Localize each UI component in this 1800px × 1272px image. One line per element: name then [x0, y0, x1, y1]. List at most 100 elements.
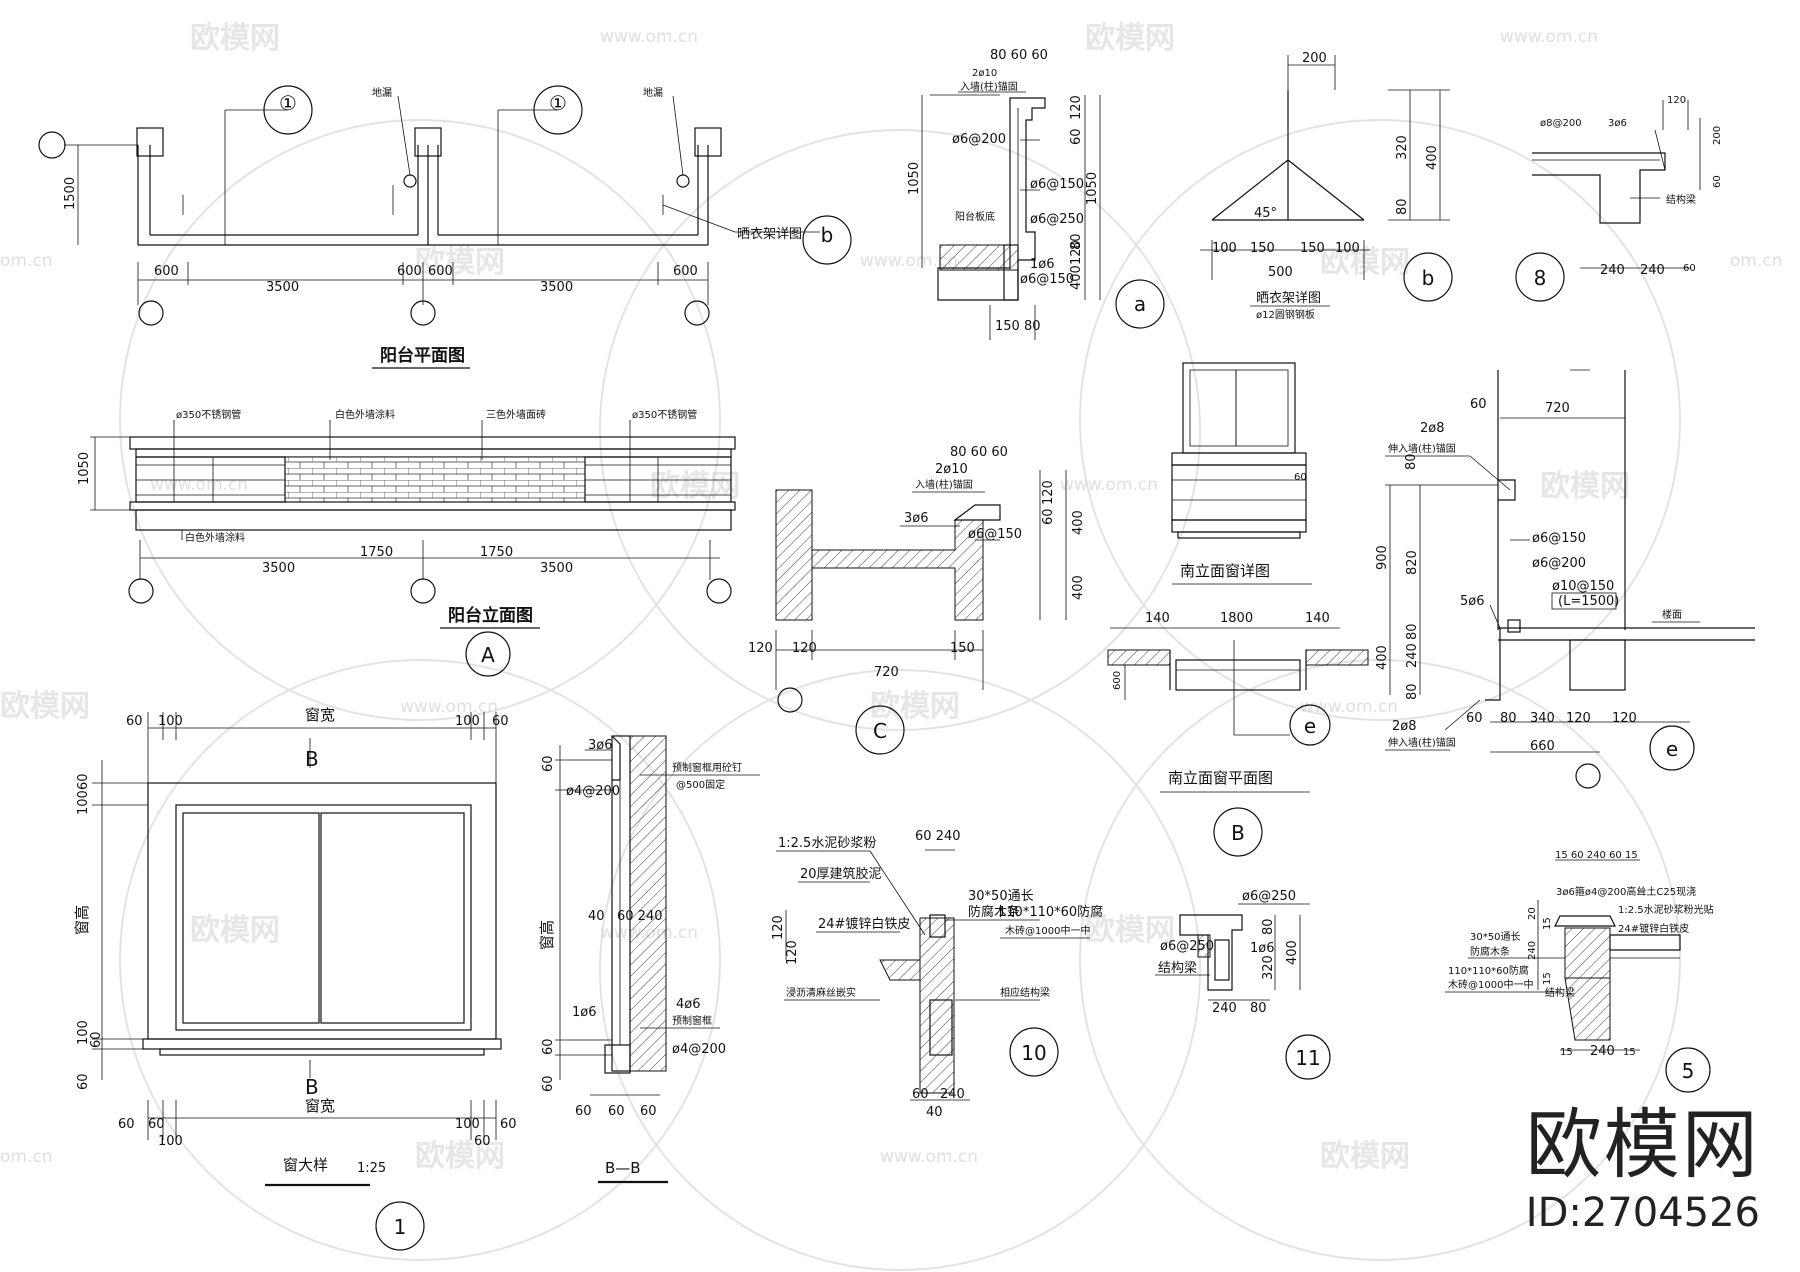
- watermark-logo: 欧模网: [1085, 21, 1175, 56]
- db-dim: 150: [1300, 241, 1325, 256]
- elev-bubble: A: [481, 643, 495, 667]
- da-dim: 150 80: [995, 319, 1041, 334]
- db-dim: 100: [1335, 241, 1360, 256]
- d11-label: 1ø6: [1250, 941, 1275, 956]
- db-dim: 45°: [1254, 206, 1277, 221]
- wd-dim: 60: [148, 1117, 165, 1132]
- da-dim: 80: [1069, 233, 1084, 250]
- watermark-logo: 欧模网: [1540, 469, 1630, 504]
- south-window-bubble: B: [1231, 821, 1245, 845]
- bb-label: 预制窗框: [672, 1014, 712, 1027]
- watermark-url: om.cn: [1730, 251, 1783, 271]
- detail-c-bubble: C: [873, 719, 887, 743]
- db-dim: 100: [1212, 241, 1237, 256]
- bb-dim: 60 240: [617, 909, 663, 924]
- da-label: ø6@200: [952, 132, 1006, 147]
- d10-dim: 240: [940, 1087, 965, 1102]
- wd-dim: 60: [76, 773, 91, 790]
- plan-dim: 600: [428, 264, 453, 279]
- wd-dim: 60: [89, 1031, 104, 1048]
- bb-label: @500固定: [676, 778, 725, 791]
- da-label: 1ø6: [1030, 257, 1055, 272]
- de-dim: 60: [1470, 397, 1487, 412]
- d5-label: 防腐木条: [1470, 945, 1510, 958]
- d8-dim: 60: [1712, 175, 1723, 188]
- elev-dim: 1050: [77, 452, 92, 485]
- d10-dim: 60 240: [915, 829, 961, 844]
- watermark-url: www.om.cn: [150, 475, 248, 495]
- watermark-url: om.cn: [0, 1147, 53, 1167]
- d5-label: 110*110*60防腐: [1448, 964, 1529, 977]
- d5-dim: 20: [1527, 907, 1538, 920]
- brand-badge: 欧模网 ID:2704526: [1526, 1102, 1760, 1238]
- db-dim: 80: [1395, 198, 1410, 215]
- dc-dim: 400: [1071, 510, 1086, 535]
- bb-label: 3ø6: [588, 738, 613, 753]
- window-detail-title: 窗大样: [283, 1156, 328, 1174]
- window-detail-bubble: 1: [394, 1215, 407, 1239]
- plan-label-rack: 晒衣架详图: [737, 226, 802, 242]
- south-window-plan-title: 南立面窗平面图: [1168, 769, 1273, 787]
- d8-label: 3ø6: [1608, 118, 1627, 129]
- d5-label: 木砖@1000中一中: [1448, 978, 1533, 991]
- balcony-plan: ① ① 地漏 地漏 晒衣架详图 b 1500 600 3500 600 600 …: [38, 85, 852, 369]
- dc-label: 入墙(柱)锚固: [915, 478, 973, 491]
- db-dim: 150: [1250, 241, 1275, 256]
- balcony-elev-title: 阳台立面图: [448, 605, 533, 626]
- watermark-layer: 欧模网 欧模网 欧模网 欧模网 欧模网 欧模网 欧模网 欧模网 欧模网 欧模网 …: [0, 21, 1783, 1271]
- d10-label: 相应结构梁: [1000, 986, 1050, 999]
- watermark-url: www.om.cn: [880, 1147, 978, 1167]
- elev-label: 三色外墙面砖: [486, 408, 546, 421]
- detail-b-note: ø12圆钢钢板: [1256, 308, 1315, 321]
- d10-dim: 60: [912, 1087, 929, 1102]
- de-dim: 80: [1404, 453, 1419, 470]
- watermark-url: www.om.cn: [860, 251, 958, 271]
- elev-label: 白色外墙涂料: [185, 531, 245, 544]
- watermark-url: www.om.cn: [1060, 475, 1158, 495]
- detail-b-title: 晒衣架详图: [1256, 290, 1321, 306]
- wd-height-label: 窗高: [73, 905, 91, 935]
- d10-label: 20厚建筑胶泥: [800, 866, 882, 882]
- de-label: 伸入墙(柱)锚固: [1388, 442, 1456, 455]
- d11-label: ø6@250: [1242, 889, 1296, 904]
- bb-height-label: 窗高: [538, 920, 556, 950]
- d8-label: 结构梁: [1666, 193, 1696, 206]
- de-dim: 60: [1466, 711, 1483, 726]
- wd-dim: 100: [76, 1020, 91, 1045]
- sw-dim: 140: [1145, 611, 1170, 626]
- wd-width-label: 窗宽: [305, 706, 335, 724]
- plan-dim: 600: [673, 264, 698, 279]
- detail-11-bubble: 11: [1295, 1046, 1320, 1070]
- d10-label: 木砖@1000中一中: [1005, 924, 1090, 937]
- dc-dim: 400: [1071, 575, 1086, 600]
- d11-label: 结构梁: [1158, 961, 1197, 976]
- dc-dim: 720: [874, 665, 899, 680]
- plan-dim: 3500: [540, 280, 573, 295]
- bb-dim: 60: [541, 1038, 556, 1055]
- d5-label: 24#镀锌白铁皮: [1618, 922, 1689, 935]
- plan-dim: 3500: [266, 280, 299, 295]
- watermark-url: www.om.cn: [400, 697, 498, 717]
- d5-dim: 15: [1542, 917, 1553, 930]
- d11-dim: 80: [1261, 918, 1276, 935]
- d5-dim: 240: [1590, 1044, 1615, 1059]
- plan-dim: 600: [154, 264, 179, 279]
- window-detail-scale: 1:25: [357, 1161, 386, 1176]
- detail-e: 60 720 2ø8 伸入墙(柱)锚固 80 900 820 80 240 40…: [1375, 369, 1755, 789]
- db-dim: 500: [1268, 265, 1293, 280]
- d10-label: 24#镀锌白铁皮: [818, 916, 910, 932]
- wd-dim: 100: [158, 714, 183, 729]
- d5-dim: 15: [1560, 1047, 1573, 1058]
- d5-dim: 240: [1527, 941, 1538, 960]
- d10-dim: 120: [785, 940, 800, 965]
- bb-label: ø4@200: [672, 1042, 726, 1057]
- bb-dim: 40: [588, 909, 605, 924]
- de-label: 伸入墙(柱)锚固: [1388, 736, 1456, 749]
- sw-dim: 60: [1294, 472, 1307, 483]
- watermark-logo: 欧模网: [0, 689, 90, 724]
- dc-dim: 150: [950, 641, 975, 656]
- da-dim: 400: [1069, 265, 1084, 290]
- detail-a: 80 60 60 2ø10 入墙(柱)锚固 1050 120 60 1050 8…: [907, 48, 1165, 340]
- dc-label: 3ø6: [904, 511, 929, 526]
- de-label: 楼面: [1662, 608, 1682, 621]
